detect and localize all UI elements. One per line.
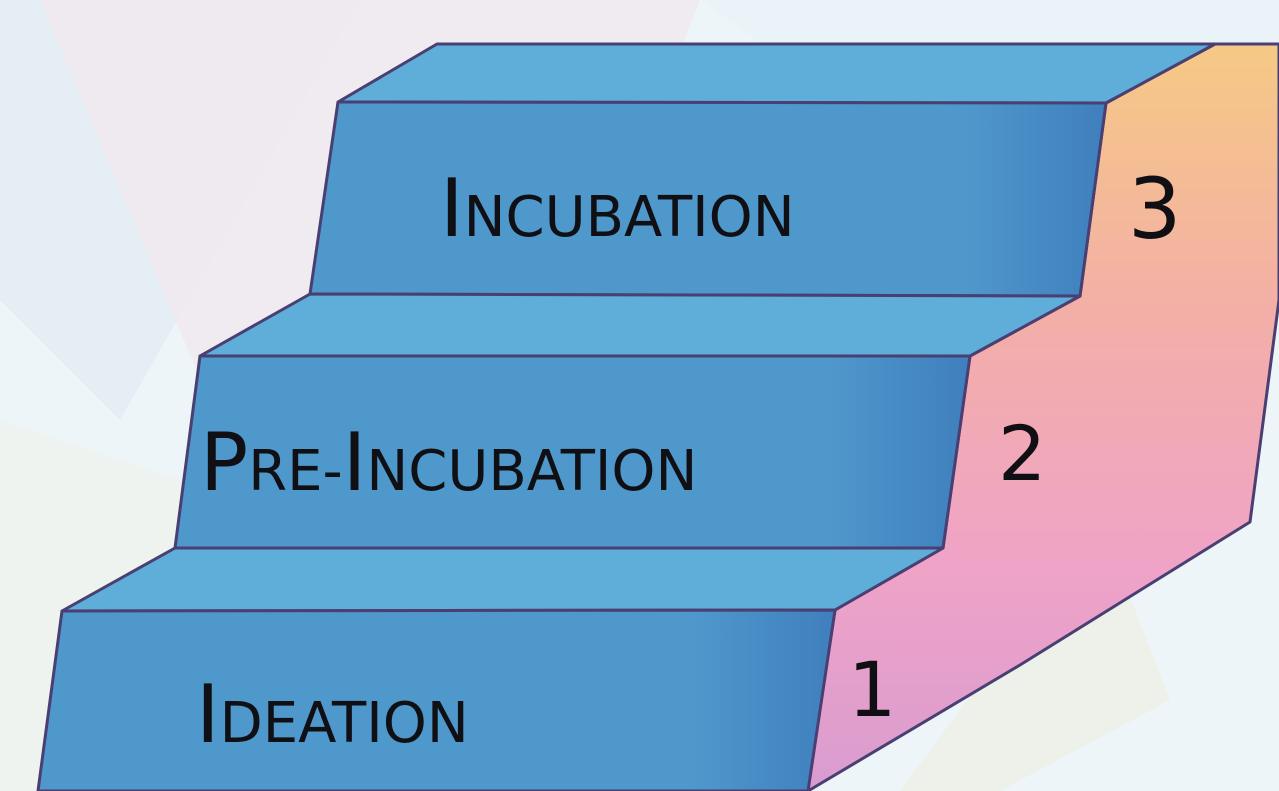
step-1-number: 1 — [848, 645, 896, 734]
step-2-label-initial: P — [200, 416, 248, 509]
step-3-number: 3 — [1128, 160, 1181, 258]
step-1-front-face — [36, 608, 837, 791]
step-3-label: INCUBATION — [440, 162, 795, 255]
step-2-label-initial-2: I — [343, 416, 367, 509]
step-1-label: IDEATION — [196, 668, 469, 761]
step-3-label-initial: I — [440, 162, 464, 255]
step-2-label-rest-2: NCUBATION — [366, 439, 697, 504]
step-3-top-face — [336, 42, 1217, 105]
step-3 — [308, 42, 1217, 298]
step-3-label-rest: NCUBATION — [464, 185, 795, 250]
step-2-top-face — [198, 292, 1082, 358]
step-2 — [173, 292, 1082, 550]
step-2-label-rest: RE- — [248, 439, 343, 504]
step-1-label-initial: I — [196, 668, 220, 761]
step-1 — [36, 546, 945, 791]
step-1-top-face — [60, 546, 945, 613]
step-2-number: 2 — [998, 409, 1046, 498]
step-2-label: PRE-INCUBATION — [200, 416, 697, 509]
step-1-label-rest: DEATION — [220, 691, 469, 756]
